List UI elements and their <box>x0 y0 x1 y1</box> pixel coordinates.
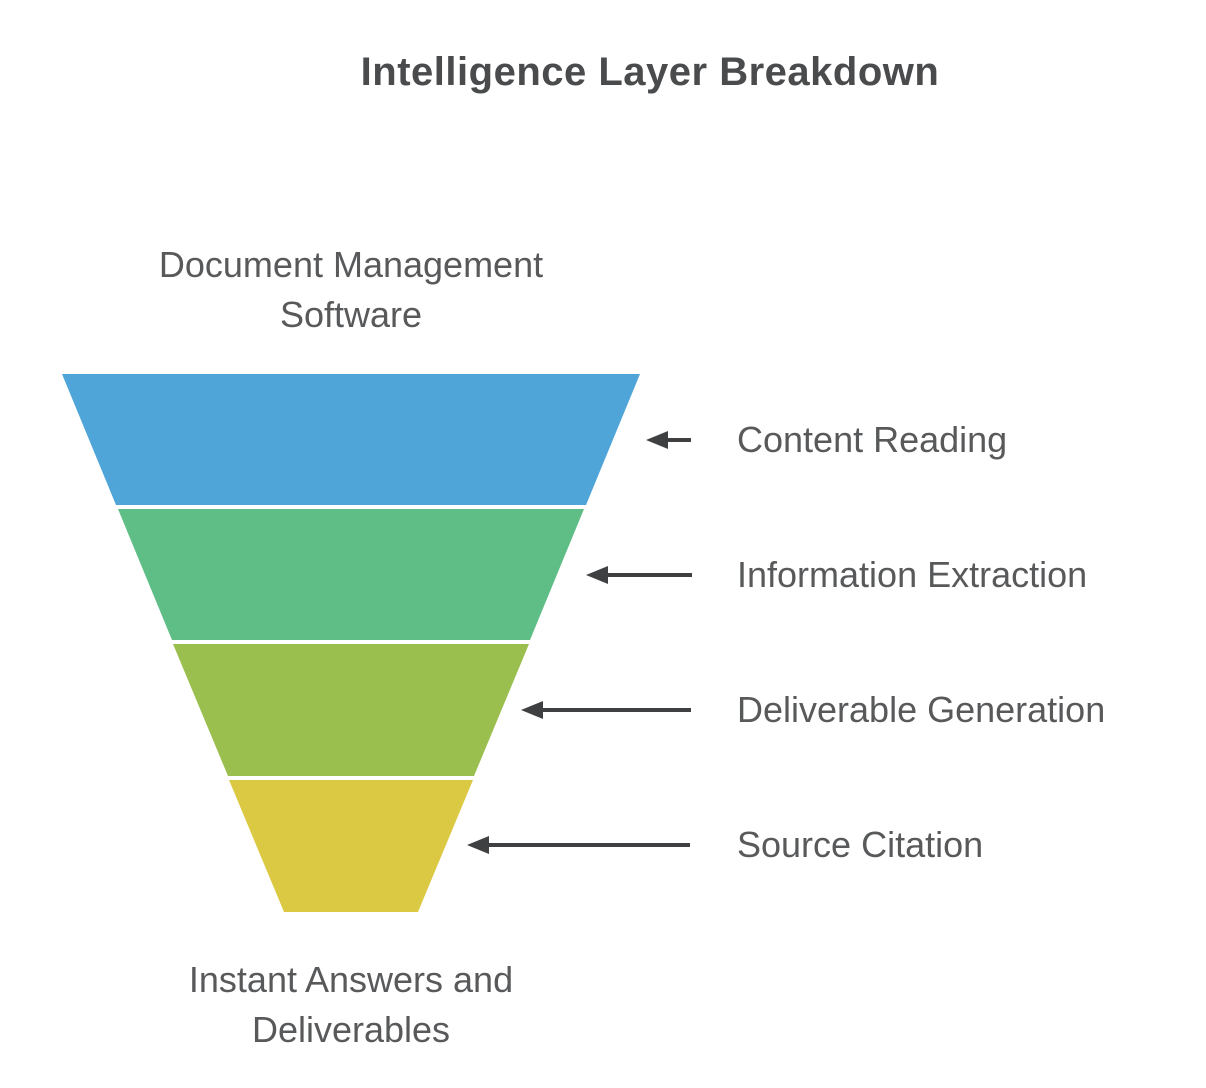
layer-label-content-reading: Content Reading <box>737 419 1008 460</box>
layer-label-information-extraction: Information Extraction <box>737 554 1088 595</box>
funnel-top-label: Document Management Software <box>158 244 544 335</box>
arrow-deliverable-generation-icon <box>521 701 691 719</box>
funnel-layer-information-extraction <box>118 509 584 640</box>
funnel-layer-source-citation <box>229 780 473 912</box>
arrow-content-reading-icon <box>646 431 691 449</box>
funnel-layer-content-reading <box>62 374 640 505</box>
funnel-layer-deliverable-generation <box>173 644 529 776</box>
arrow-information-extraction-icon <box>586 566 692 584</box>
layer-label-source-citation: Source Citation <box>737 824 984 865</box>
diagram-title: Intelligence Layer Breakdown <box>360 50 940 94</box>
funnel-bottom-label: Instant Answers and Deliverables <box>188 959 514 1050</box>
layer-label-deliverable-generation: Deliverable Generation <box>737 689 1106 730</box>
arrow-source-citation-icon <box>467 836 690 854</box>
